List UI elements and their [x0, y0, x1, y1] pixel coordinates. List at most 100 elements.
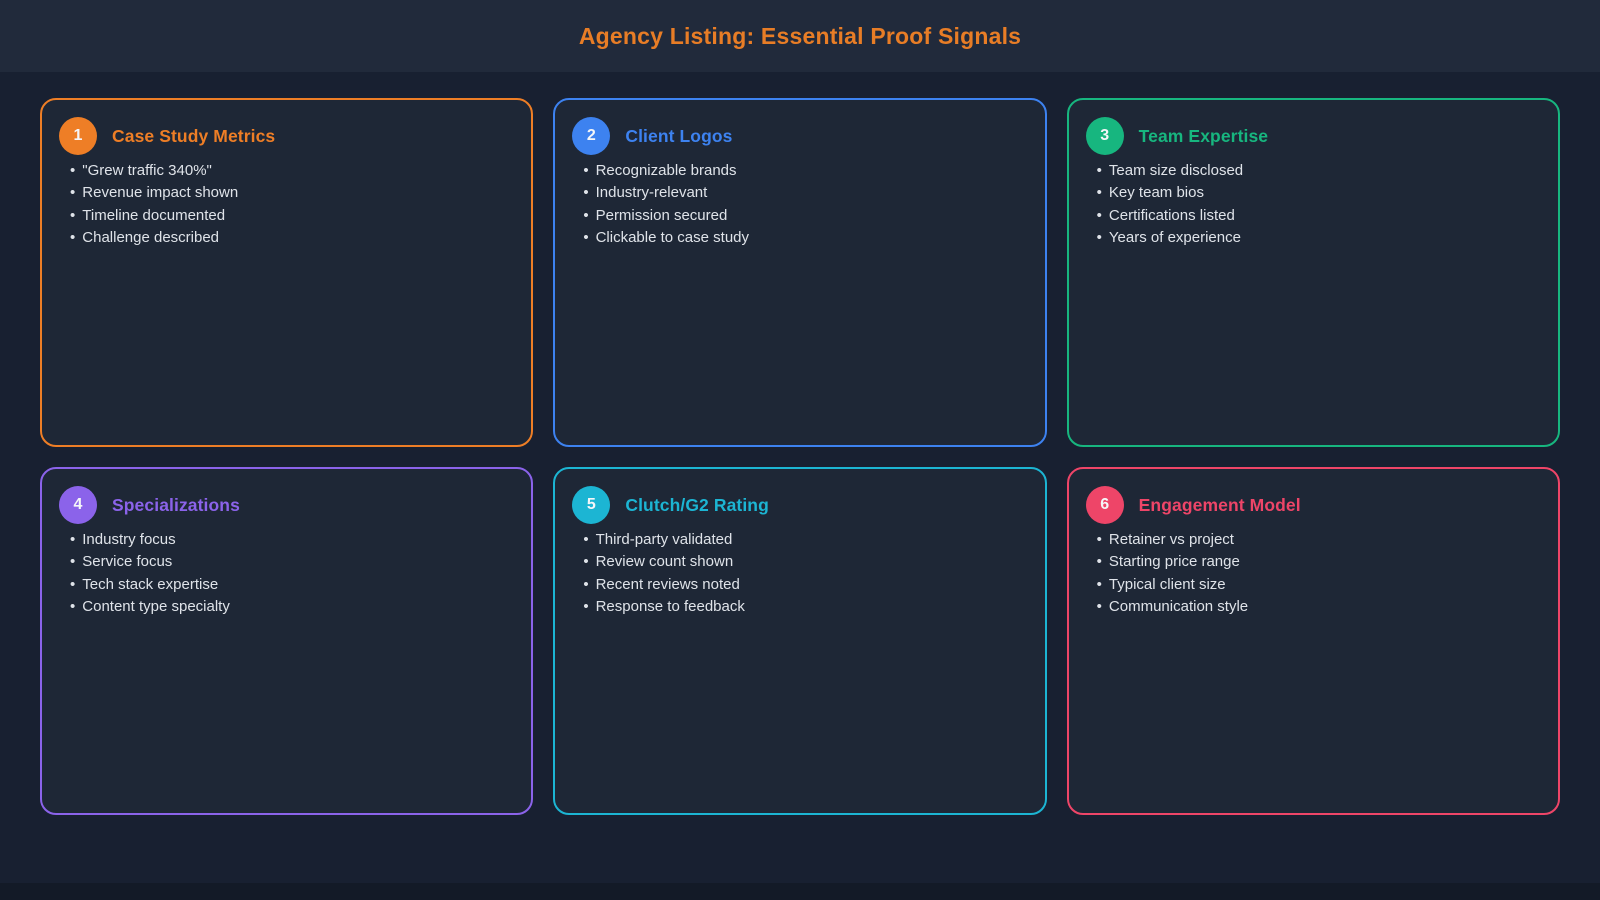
- bullet-list: • "Grew traffic 340%" • Revenue impact s…: [59, 160, 509, 250]
- list-item: • Industry-relevant: [583, 182, 1022, 204]
- bullet-text: Starting price range: [1108, 553, 1240, 571]
- list-item: • Tech stack expertise: [70, 574, 509, 596]
- list-item: • Service focus: [70, 551, 509, 573]
- bullet-list: • Recognizable brands • Industry-relevan…: [572, 160, 1022, 250]
- bullet-dot-icon: •: [583, 229, 589, 247]
- header-bar: Agency Listing: Essential Proof Signals: [0, 0, 1600, 72]
- bullet-text: Recent reviews noted: [595, 575, 740, 593]
- bullet-text: Team size disclosed: [1108, 162, 1244, 179]
- bullet-dot-icon: •: [583, 531, 589, 548]
- bullet-dot-icon: •: [1096, 531, 1102, 548]
- card-title: Engagement Model: [1138, 494, 1301, 515]
- list-item: • Third-party validated: [583, 529, 1022, 551]
- list-item: • Starting price range: [1097, 551, 1536, 573]
- bullet-dot-icon: •: [70, 553, 76, 571]
- card-header: 6 Engagement Model: [1085, 486, 1536, 524]
- bullet-dot-icon: •: [70, 531, 76, 548]
- bullet-dot-icon: •: [1096, 575, 1102, 593]
- list-item: • Revenue impact shown: [70, 182, 509, 204]
- card-title: Client Logos: [625, 125, 733, 146]
- bullet-text: Permission secured: [595, 206, 728, 224]
- card-number-badge: 1: [59, 117, 97, 155]
- bullet-dot-icon: •: [1096, 553, 1102, 571]
- list-item: • "Grew traffic 340%": [70, 160, 509, 182]
- page-title: Agency Listing: Essential Proof Signals: [578, 22, 1022, 49]
- bullet-dot-icon: •: [70, 229, 76, 247]
- bullet-text: Revenue impact shown: [82, 184, 239, 202]
- list-item: • Permission secured: [583, 205, 1022, 227]
- card-number-badge: 2: [572, 117, 611, 155]
- bullet-list: • Retainer vs project • Starting price r…: [1086, 529, 1536, 619]
- card-title: Specializations: [112, 494, 240, 515]
- bullet-dot-icon: •: [1096, 598, 1102, 616]
- bullet-text: Response to feedback: [595, 598, 745, 616]
- bullet-text: Review count shown: [595, 553, 734, 571]
- bullet-text: Timeline documented: [82, 206, 226, 224]
- card-number-badge: 4: [59, 486, 97, 524]
- bullet-dot-icon: •: [583, 162, 589, 179]
- bullet-list: • Industry focus • Service focus • Tech …: [59, 529, 509, 619]
- bullet-dot-icon: •: [583, 598, 589, 616]
- list-item: • Recent reviews noted: [583, 574, 1022, 596]
- proof-signal-card: 6 Engagement Model • Retainer vs project…: [1066, 467, 1560, 815]
- bullet-text: Key team bios: [1108, 184, 1204, 202]
- proof-signal-card: 3 Team Expertise • Team size disclosed •…: [1066, 98, 1560, 447]
- list-item: • Certifications listed: [1097, 205, 1536, 227]
- card-header: 3 Team Expertise: [1085, 117, 1536, 155]
- card-title: Team Expertise: [1138, 125, 1269, 146]
- bullet-text: Clickable to case study: [595, 229, 749, 247]
- list-item: • Content type specialty: [70, 596, 509, 618]
- bullet-text: Years of experience: [1108, 229, 1241, 247]
- bullet-text: Recognizable brands: [595, 162, 737, 179]
- list-item: • Industry focus: [70, 529, 509, 551]
- list-item: • Communication style: [1097, 596, 1536, 618]
- bullet-text: Challenge described: [82, 229, 220, 247]
- card-title: Case Study Metrics: [112, 125, 276, 146]
- list-item: • Team size disclosed: [1097, 160, 1536, 182]
- bullet-dot-icon: •: [1096, 206, 1102, 224]
- bullet-dot-icon: •: [70, 598, 76, 616]
- list-item: • Key team bios: [1097, 182, 1536, 204]
- bullet-dot-icon: •: [70, 206, 76, 224]
- card-number-badge: 6: [1085, 486, 1124, 524]
- card-header: 2 Client Logos: [572, 117, 1022, 155]
- list-item: • Timeline documented: [70, 205, 509, 227]
- bullet-dot-icon: •: [1096, 184, 1102, 202]
- bullet-text: Industry-relevant: [595, 184, 708, 202]
- bullet-dot-icon: •: [70, 162, 76, 179]
- card-header: 5 Clutch/G2 Rating: [572, 486, 1022, 524]
- bullet-dot-icon: •: [1096, 162, 1102, 179]
- bullet-dot-icon: •: [70, 184, 76, 202]
- list-item: • Response to feedback: [583, 596, 1022, 618]
- proof-signal-card: 4 Specializations • Industry focus • Ser…: [40, 467, 534, 815]
- card-title: Clutch/G2 Rating: [625, 494, 769, 515]
- bullet-text: Typical client size: [1108, 575, 1226, 593]
- list-item: • Challenge described: [70, 227, 509, 249]
- list-item: • Retainer vs project: [1097, 529, 1536, 551]
- bullet-dot-icon: •: [583, 553, 589, 571]
- list-item: • Typical client size: [1097, 574, 1536, 596]
- proof-signal-card: 1 Case Study Metrics • "Grew traffic 340…: [40, 98, 534, 447]
- bullet-dot-icon: •: [1096, 229, 1102, 247]
- card-number-badge: 5: [572, 486, 611, 524]
- bullet-text: Industry focus: [82, 531, 176, 548]
- list-item: • Recognizable brands: [583, 160, 1022, 182]
- bullet-dot-icon: •: [70, 575, 76, 593]
- list-item: • Years of experience: [1097, 227, 1536, 249]
- bullet-list: • Team size disclosed • Key team bios • …: [1086, 160, 1536, 250]
- bullet-text: Content type specialty: [82, 598, 230, 616]
- bullet-dot-icon: •: [583, 206, 589, 224]
- card-header: 4 Specializations: [59, 486, 509, 524]
- bullet-text: Third-party validated: [595, 531, 733, 548]
- bullet-dot-icon: •: [583, 575, 589, 593]
- bullet-text: Communication style: [1108, 598, 1249, 616]
- bullet-text: Retainer vs project: [1108, 531, 1234, 548]
- bullet-text: Service focus: [82, 553, 173, 571]
- bullet-dot-icon: •: [583, 184, 589, 202]
- cards-grid: 1 Case Study Metrics • "Grew traffic 340…: [40, 98, 1560, 815]
- bullet-list: • Third-party validated • Review count s…: [572, 529, 1022, 619]
- proof-signal-card: 5 Clutch/G2 Rating • Third-party validat…: [553, 467, 1047, 815]
- list-item: • Review count shown: [583, 551, 1022, 573]
- bullet-text: "Grew traffic 340%": [82, 162, 212, 179]
- list-item: • Clickable to case study: [583, 227, 1022, 249]
